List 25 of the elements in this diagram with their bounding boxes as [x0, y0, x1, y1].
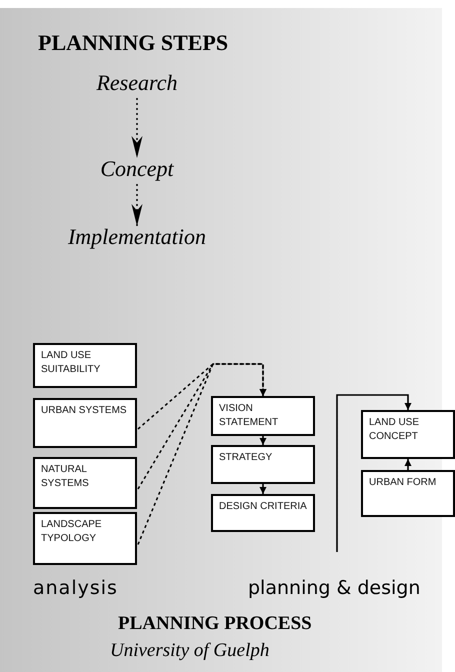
arrow — [260, 484, 266, 494]
process-box: STRATEGY — [211, 445, 315, 484]
process-box: LAND USE SUITABILITY — [33, 343, 137, 388]
arrow — [260, 436, 266, 445]
process-box: URBAN FORM — [361, 470, 455, 517]
process-box: LANDSCAPE TYPOLOGY — [33, 512, 137, 565]
arrow — [404, 459, 412, 470]
dashed-connector — [137, 363, 266, 490]
section-label: analysis — [33, 577, 118, 599]
process-box: VISION STATEMENT — [211, 396, 315, 436]
arrow — [132, 98, 142, 158]
arrow — [132, 184, 142, 226]
step-label: Concept — [100, 156, 174, 181]
process-box: URBAN SYSTEMS — [33, 398, 137, 448]
arrow — [336, 394, 412, 552]
subtitle: University of Guelph — [110, 640, 270, 662]
caption: PLANNING PROCESS — [118, 613, 312, 635]
title: PLANNING STEPS — [38, 30, 228, 56]
step-label: Implementation — [68, 224, 206, 249]
dashed-connector — [137, 363, 266, 545]
process-box: LAND USE CONCEPT — [361, 410, 455, 459]
process-box: DESIGN CRITERIA — [211, 494, 315, 532]
section-label: planning & design — [248, 577, 420, 599]
step-label: Research — [96, 70, 178, 95]
process-box: NATURAL SYSTEMS — [33, 457, 137, 509]
